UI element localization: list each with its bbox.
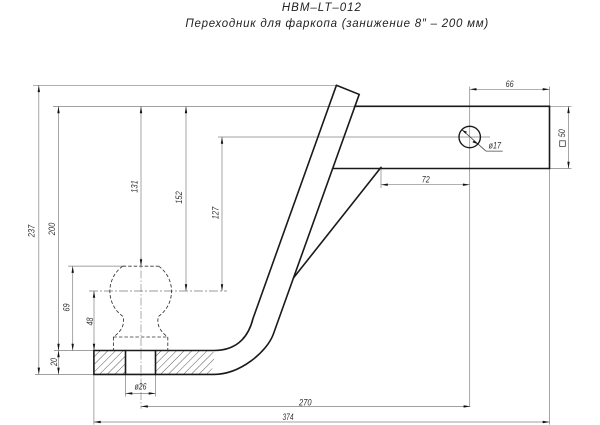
svg-text:127: 127 <box>210 206 221 219</box>
svg-text:72: 72 <box>422 174 431 185</box>
svg-text:152: 152 <box>173 191 184 204</box>
svg-text:ø17: ø17 <box>489 139 502 150</box>
svg-text:270: 270 <box>298 396 312 407</box>
svg-text:Переходник для фаркопа (заниже: Переходник для фаркопа (занижение 8″ – 2… <box>185 18 489 30</box>
svg-text:48: 48 <box>84 317 95 326</box>
svg-text:374: 374 <box>283 411 294 422</box>
svg-text:200: 200 <box>46 222 57 236</box>
svg-text:69: 69 <box>61 303 72 312</box>
svg-text:66: 66 <box>506 78 515 89</box>
svg-text:ø26: ø26 <box>135 380 148 391</box>
svg-text:HBM–LT–012: HBM–LT–012 <box>282 2 362 14</box>
svg-text:20: 20 <box>48 357 59 366</box>
svg-text:50: 50 <box>556 129 567 138</box>
svg-text:237: 237 <box>25 224 36 238</box>
svg-text:131: 131 <box>129 180 140 193</box>
